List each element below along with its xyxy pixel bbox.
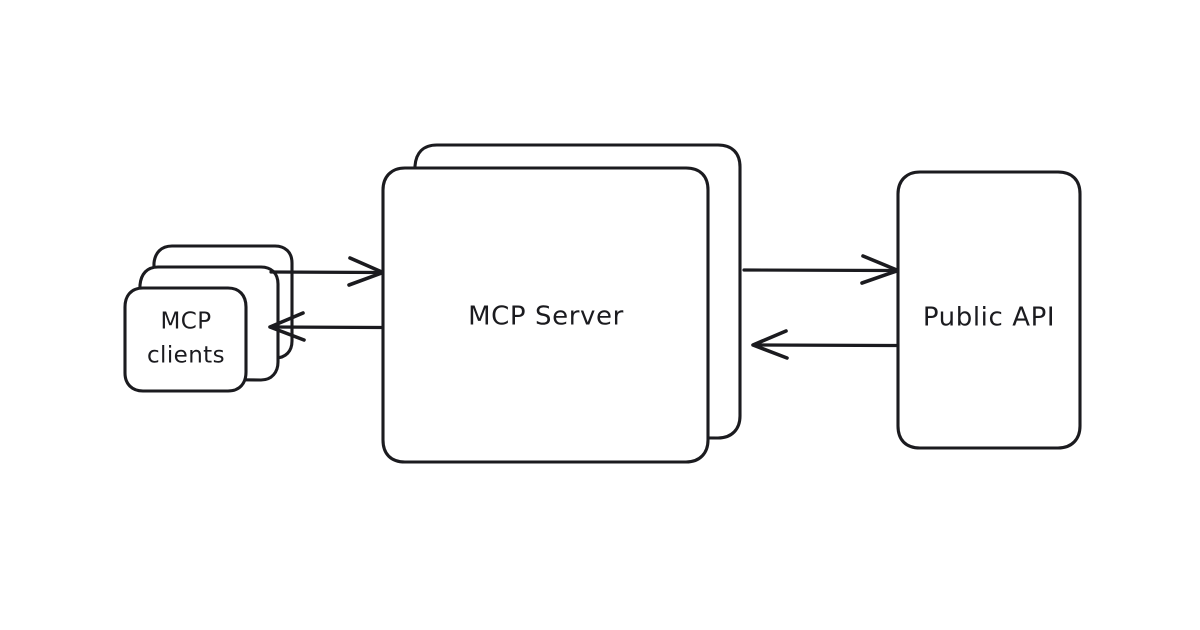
mcp-clients-card-front bbox=[123, 286, 248, 393]
edge-api-to-server-arrowhead bbox=[751, 329, 789, 360]
node-mcp-server[interactable]: MCP Server bbox=[381, 143, 742, 464]
mcp-server-card-front bbox=[381, 166, 710, 464]
edge-clients-to-server-line bbox=[269, 270, 383, 275]
node-mcp-clients[interactable]: MCP clients bbox=[123, 244, 294, 393]
public-api-card bbox=[896, 170, 1082, 450]
edge-api-to-server[interactable] bbox=[751, 329, 900, 360]
mcp-clients-label-line2: clients bbox=[147, 343, 225, 369]
edge-server-to-clients-line bbox=[270, 325, 385, 330]
public-api-label: Public API bbox=[923, 303, 1055, 333]
edge-server-to-clients[interactable] bbox=[268, 311, 385, 342]
edge-api-to-server-line bbox=[753, 343, 900, 348]
edge-server-to-api-line bbox=[742, 268, 898, 273]
node-public-api[interactable]: Public API bbox=[896, 170, 1082, 450]
edge-server-to-clients-arrowhead bbox=[268, 311, 306, 342]
mcp-clients-label-line1: MCP bbox=[161, 309, 212, 335]
edge-server-to-api[interactable] bbox=[742, 254, 900, 285]
mcp-server-label: MCP Server bbox=[468, 302, 624, 332]
